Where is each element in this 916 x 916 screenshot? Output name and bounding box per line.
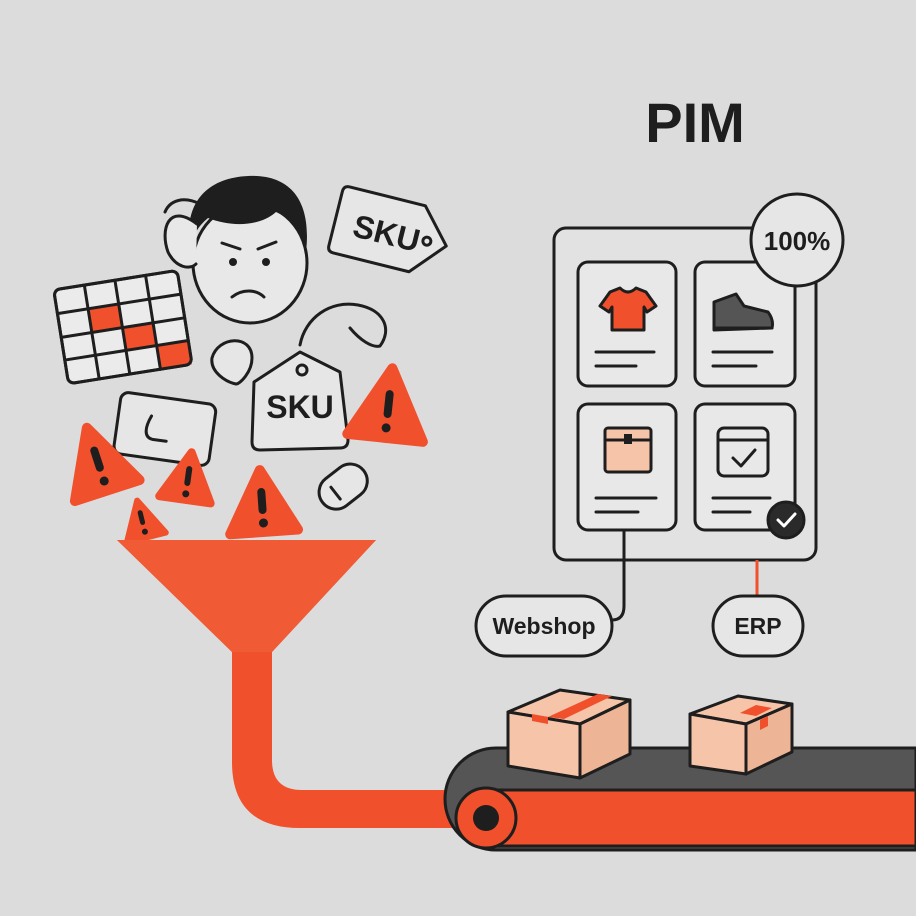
product-card-checklist xyxy=(693,402,797,532)
completeness-badge: 100% xyxy=(749,192,845,288)
belt-roller xyxy=(473,805,499,831)
webshop-label: Webshop xyxy=(492,613,595,639)
warning-icon xyxy=(155,448,215,508)
connector-webshop xyxy=(610,528,626,622)
hand xyxy=(163,214,199,269)
spreadsheet-icon xyxy=(53,269,193,385)
scrap-pill xyxy=(317,462,369,511)
box-icon xyxy=(506,688,632,780)
completeness-value: 100% xyxy=(764,226,831,256)
product-card-shoe xyxy=(693,260,797,388)
funnel xyxy=(117,540,470,828)
webshop-output: Webshop xyxy=(474,594,614,658)
warning-icon xyxy=(225,465,304,540)
hair xyxy=(188,175,307,252)
warning-icon xyxy=(342,363,428,447)
sku-tag-label: SKU xyxy=(266,389,334,425)
scrap-shape xyxy=(210,339,254,386)
price-tag-icon: SKU xyxy=(250,350,350,452)
pim-panel xyxy=(552,226,818,562)
product-card-tshirt xyxy=(576,260,678,388)
checkmark-icon xyxy=(766,500,806,540)
box-icon xyxy=(688,694,794,776)
confused-person xyxy=(163,175,309,325)
product-card-box xyxy=(576,402,678,532)
price-tag-icon: SKU xyxy=(327,185,448,274)
checklist-icon xyxy=(716,426,770,478)
tag-string xyxy=(298,302,388,348)
page-title: PIM xyxy=(645,91,745,154)
warning-icon xyxy=(69,422,145,507)
erp-output: ERP xyxy=(711,594,805,658)
tshirt-icon xyxy=(598,286,658,332)
box-icon xyxy=(603,426,653,474)
warning-icon xyxy=(123,497,169,546)
scrap-card xyxy=(112,391,218,467)
erp-label: ERP xyxy=(734,613,781,639)
